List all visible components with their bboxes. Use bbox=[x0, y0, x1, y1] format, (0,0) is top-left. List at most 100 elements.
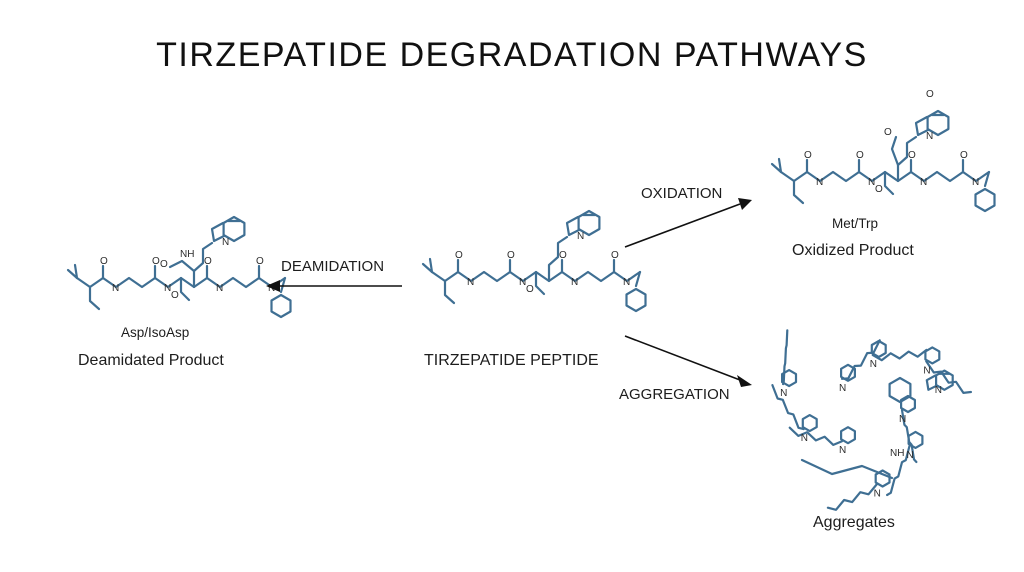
aggregate-chain bbox=[782, 329, 789, 386]
deamidation-arrow bbox=[266, 280, 402, 292]
isopropyl-group bbox=[770, 157, 783, 174]
benzyl-link bbox=[634, 270, 642, 288]
aggregation-arrow-label: AGGREGATION bbox=[619, 386, 730, 403]
oxygen-atom: O bbox=[256, 256, 264, 267]
ethyl-side-chain bbox=[443, 279, 456, 305]
oxygen-atom: O bbox=[908, 150, 916, 161]
aggregation-arrow bbox=[624, 335, 752, 387]
oxygen-atom: O bbox=[875, 184, 883, 195]
aggregate-ring bbox=[870, 339, 887, 359]
nitrogen-atom: N bbox=[926, 131, 933, 142]
nitrogen-atom: N bbox=[899, 414, 906, 425]
acetyl-group bbox=[179, 276, 191, 302]
oxygen-atom: O bbox=[204, 256, 212, 267]
nitrogen-atom: N bbox=[623, 277, 630, 288]
oxidation-arrow bbox=[624, 198, 752, 248]
ethyl-side-chain bbox=[792, 179, 805, 205]
center-product-label: TIRZEPATIDE PEPTIDE bbox=[424, 352, 599, 369]
deamidated-product-label: Deamidated Product bbox=[78, 352, 224, 369]
oxygen-atom: O bbox=[804, 150, 812, 161]
aggregate-chain bbox=[840, 339, 881, 380]
indole-pyrrole-ring bbox=[925, 374, 938, 391]
aggregate-chain bbox=[771, 384, 805, 431]
nitrogen-atom: N bbox=[801, 433, 808, 444]
nitrogen-atom: N bbox=[164, 283, 171, 294]
oxygen-atom: O bbox=[100, 256, 108, 267]
isopropyl-group bbox=[421, 257, 434, 274]
amide-nh-atom: NH bbox=[180, 249, 194, 260]
indole-pyrrole-ring bbox=[210, 221, 226, 243]
amide-side-chain bbox=[168, 259, 196, 273]
phenyl-ring bbox=[625, 287, 647, 313]
deamidation-site-label: Asp/IsoAsp bbox=[121, 325, 190, 340]
aggregate-ring bbox=[907, 430, 924, 449]
aggregate-chain bbox=[800, 458, 894, 480]
oxygen-atom: O bbox=[455, 250, 463, 261]
aggregate-chain bbox=[788, 426, 844, 446]
nitrogen-atom: N bbox=[935, 385, 942, 396]
tryptophan-chain bbox=[547, 235, 569, 283]
nitrogen-atom: N bbox=[577, 231, 584, 242]
oxygen-atom: O bbox=[611, 250, 619, 261]
oxygen-atom: O bbox=[526, 284, 534, 295]
nitrogen-atom: N bbox=[972, 177, 979, 188]
deamidation-arrow-label: DEAMIDATION bbox=[281, 258, 385, 275]
aggregate-ring bbox=[840, 363, 856, 382]
oxygen-atom: O bbox=[507, 250, 515, 261]
benzyl-link bbox=[983, 170, 991, 188]
oxygen-atom: O bbox=[884, 127, 892, 138]
indole-pyrrole-ring bbox=[914, 115, 930, 137]
oxygen-atom: O bbox=[960, 150, 968, 161]
nitrogen-atom: N bbox=[839, 445, 846, 456]
aggregate-ring bbox=[781, 369, 798, 388]
nitrogen-atom: N bbox=[467, 277, 474, 288]
tryptophan-chain bbox=[896, 135, 918, 183]
aggregate-chain bbox=[871, 348, 928, 362]
nitrogen-atom: N bbox=[222, 237, 229, 248]
oxidation-site-label: Met/Trp bbox=[832, 216, 879, 231]
aggregates-label: Aggregates bbox=[813, 514, 895, 531]
nitrogen-atom: N bbox=[816, 177, 823, 188]
acetyl-group bbox=[883, 170, 895, 196]
benzyl-link bbox=[279, 276, 287, 294]
aggregate-chain bbox=[826, 483, 878, 511]
oxygen-atom: O bbox=[926, 89, 934, 100]
tryptophan-chain bbox=[192, 241, 214, 289]
indole-pyrrole-ring bbox=[565, 215, 581, 237]
nitrogen-atom: N bbox=[519, 277, 526, 288]
oxygen-atom: O bbox=[559, 250, 567, 261]
aggregate-ring bbox=[900, 394, 916, 414]
oxidation-arrow-label: OXIDATION bbox=[641, 185, 723, 202]
aggregate-ring bbox=[924, 346, 941, 365]
oxidized-product-label: Oxidized Product bbox=[792, 242, 914, 259]
oxygen-atom: O bbox=[856, 150, 864, 161]
aggregate-ring bbox=[840, 426, 856, 445]
nitrogen-atom: N bbox=[920, 177, 927, 188]
nitrogen-atom: N bbox=[906, 450, 913, 461]
nitrogen-atom: N bbox=[112, 283, 119, 294]
aggregate-ring bbox=[801, 414, 818, 433]
page-title: TIRZEPATIDE DEGRADATION PATHWAYS bbox=[156, 36, 868, 74]
aggregate-chain bbox=[886, 444, 911, 497]
oxidized-side-chain bbox=[890, 135, 900, 167]
nitrogen-atom: N bbox=[839, 383, 846, 394]
phenyl-ring bbox=[974, 187, 996, 213]
acetyl-group bbox=[534, 270, 546, 296]
phenyl-ring bbox=[270, 293, 292, 319]
nitrogen-atom: N bbox=[874, 488, 881, 499]
nitrogen-atom: N bbox=[268, 283, 275, 294]
oxygen-atom: O bbox=[171, 290, 179, 301]
nitrogen-atom: N bbox=[216, 283, 223, 294]
nitrogen-atom: N bbox=[571, 277, 578, 288]
aggregate-chain bbox=[925, 360, 972, 394]
aggregate-ring bbox=[888, 376, 912, 404]
oxygen-atom: O bbox=[152, 256, 160, 267]
nitrogen-atom: N bbox=[780, 388, 787, 399]
nitrogen-atom: N bbox=[870, 359, 877, 370]
ethyl-side-chain bbox=[88, 285, 101, 311]
